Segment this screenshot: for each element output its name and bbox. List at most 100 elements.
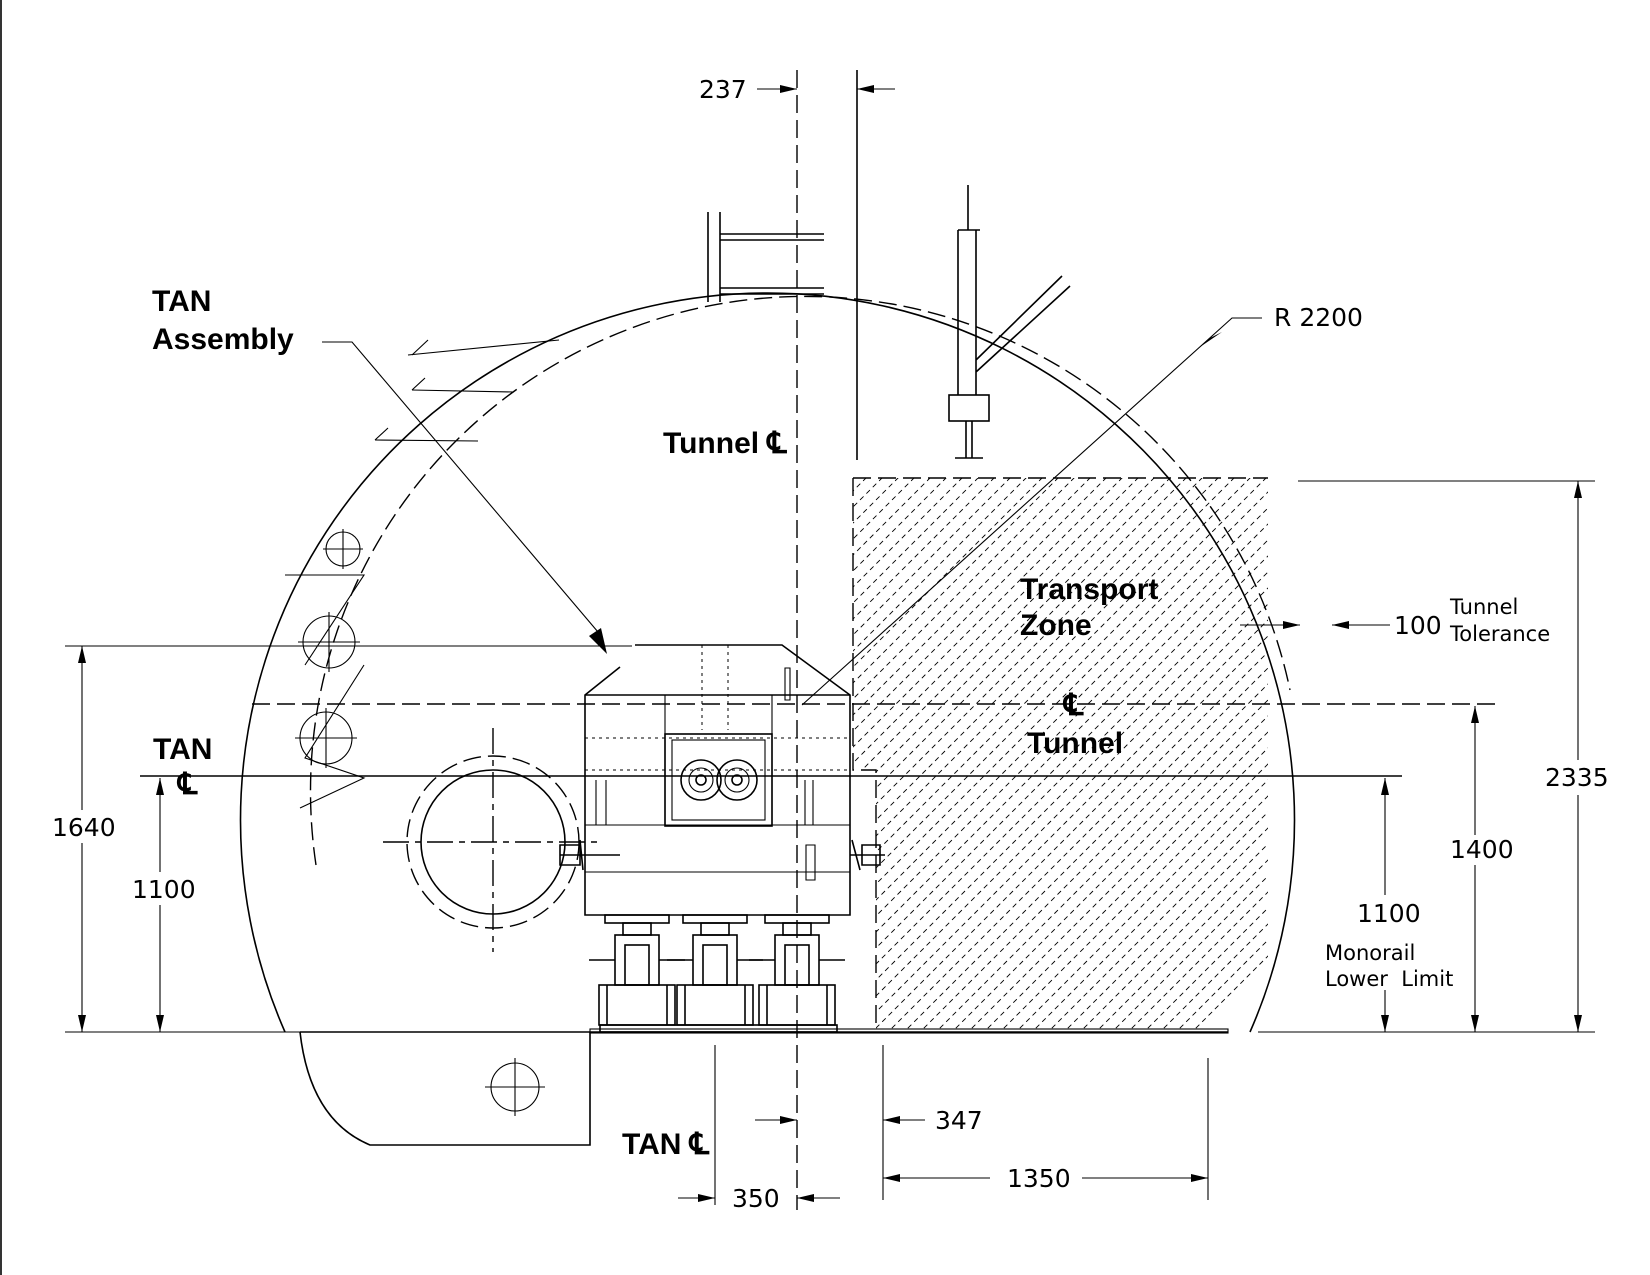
hatch-line [853,478,1268,1030]
hatch-line [907,478,1268,1030]
tunnel-tolerance-label-2: Tolerance [1449,622,1550,646]
tunnel-outer-arc [239,292,1296,1033]
monorail-label: Monorail [1325,941,1415,965]
dim-1350: 1350 [1007,1164,1071,1193]
hatch-line [853,478,917,1030]
tunnel-centreline-label: Tunnel ℄ [663,427,787,460]
dim-1100-monorail: 1100 [1357,899,1421,928]
hatch-line [875,478,1268,1030]
support-jack [589,914,685,1026]
hatch-line [853,478,1109,1030]
leader-lines [322,317,1262,706]
hatch-line [853,478,1268,1030]
hatch-line [853,478,1268,1030]
hatch-line [853,478,1013,1030]
hatch-line [853,478,1253,1030]
hatch-line [853,478,1268,1030]
hatch-line [853,478,1268,1030]
tan-side-handles [559,839,885,871]
tan-absorber-core [664,733,773,827]
hatch-line [853,478,1189,1030]
hatch-line [1019,478,1268,1030]
dim-2335: 2335 [1545,763,1609,792]
transport-zone-hatching [853,478,1268,1030]
centre-lines [140,70,1495,1210]
wall-bracket-zigzag [285,574,366,809]
tan-centreline-bottom-label: TAN ℄ [622,1128,710,1161]
hatch-line [853,478,933,1030]
tan-support-jacks [589,914,845,1026]
dim-100: 100 [1394,611,1442,640]
dim-350: 350 [732,1184,780,1213]
dim-347: 347 [935,1106,983,1135]
hatch-line [853,478,1205,1030]
hatch-line [971,478,1268,1030]
hatch-line [853,478,965,1030]
tan-assembly-leader [322,341,599,633]
hatch-line [923,478,1268,1030]
tunnel-cl-word: Tunnel [1027,727,1123,760]
tunnel-tolerance-label: Tunnel [1449,595,1518,619]
hatch-line [853,478,1077,1030]
overhead-equipment [707,70,1071,460]
tan-beam-holes [680,759,758,801]
wall-shelf-lines [374,339,560,442]
dim-1400: 1400 [1450,835,1514,864]
hatch-line [939,478,1268,1030]
hatch-line [853,478,1157,1030]
hatch-line [1003,478,1268,1030]
hatch-line [853,478,1173,1030]
hatch-line [853,478,1045,1030]
hatch-line [853,478,1093,1030]
monorail-trolley [948,394,990,422]
tan-base-plate [599,1024,838,1033]
tunnel-tolerance-arc [309,295,1291,866]
hatch-line [853,478,1141,1030]
dim-1100-tan: 1100 [132,875,196,904]
hatch-line [853,478,1268,1030]
tunnel-cl-symbol: ℄ [1062,689,1084,722]
tunnel-invert-base [299,1031,591,1146]
radius-label: R 2200 [1274,303,1363,332]
hatch-line [853,478,1221,1030]
beam-pipe [383,728,603,952]
hatch-line [853,478,1237,1030]
left-wall-equipment [285,339,560,1116]
support-jack [749,914,845,1026]
floor-rail [589,1028,1229,1034]
dimension-lines [65,85,1595,1202]
tan-assembly-label: TAN [152,285,211,318]
transport-zone-label: Transport [1020,573,1158,606]
dim-1640: 1640 [52,813,116,842]
hatch-line [853,478,1268,1030]
transport-zone-label-2: Zone [1020,609,1092,642]
hatch-line [853,478,1268,1030]
transport-zone [852,477,1268,1030]
hatch-line [987,478,1268,1030]
tan-centreline-side-symbol: ℄ [176,768,198,801]
radius-leader [801,317,1262,706]
hatch-line [853,478,1268,1030]
hatch-line [853,478,869,1030]
transport-zone-boundary [852,477,1268,1030]
hatch-line [955,478,1268,1030]
hatch-line [853,478,981,1030]
support-jack [667,914,763,1026]
hatch-line [853,478,1125,1030]
tan-centreline-side-label: TAN [153,733,212,766]
hatch-line [859,478,1268,1030]
monorail-label-2: Lower Limit [1325,967,1453,991]
dim-237: 237 [699,75,747,104]
overhead-rack [707,212,824,302]
hatch-line [853,478,1268,1030]
hatch-line [891,478,1268,1030]
hatch-line [853,478,1268,1030]
hatch-line [853,478,949,1030]
hatch-line [853,478,1061,1030]
hatch-line [853,478,901,1030]
drawing-labels: TAN Assembly Tunnel ℄ R 2200 Transport Z… [152,285,1550,1161]
hatch-line [853,478,1268,1030]
tan-assembly [559,644,885,916]
monorail-hanger [957,185,1071,395]
